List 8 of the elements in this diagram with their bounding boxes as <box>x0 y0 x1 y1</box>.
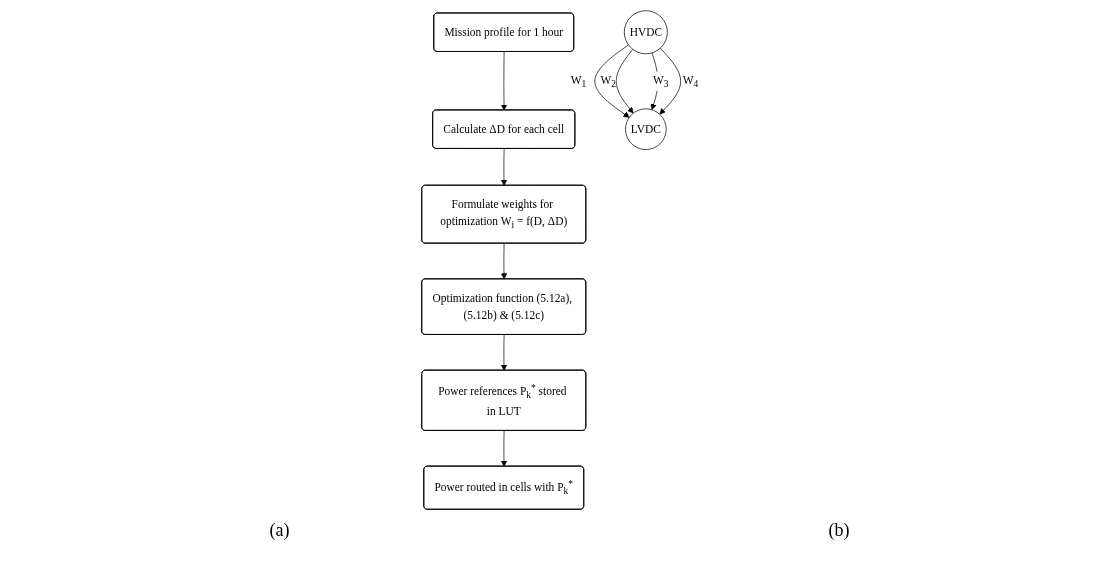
edge-label: W$_{3}$ <box>652 73 669 89</box>
edge-label: W$_{2}$ <box>600 73 616 89</box>
edge-label: W$_{1}$ <box>570 73 586 90</box>
panel-label: (b) <box>828 520 850 541</box>
node-circle: HVDC <box>623 10 668 55</box>
edge-label: W$_{4}$ <box>682 73 698 89</box>
panel-label: (a) <box>269 520 290 541</box>
node-circle: LVDC <box>624 108 667 150</box>
